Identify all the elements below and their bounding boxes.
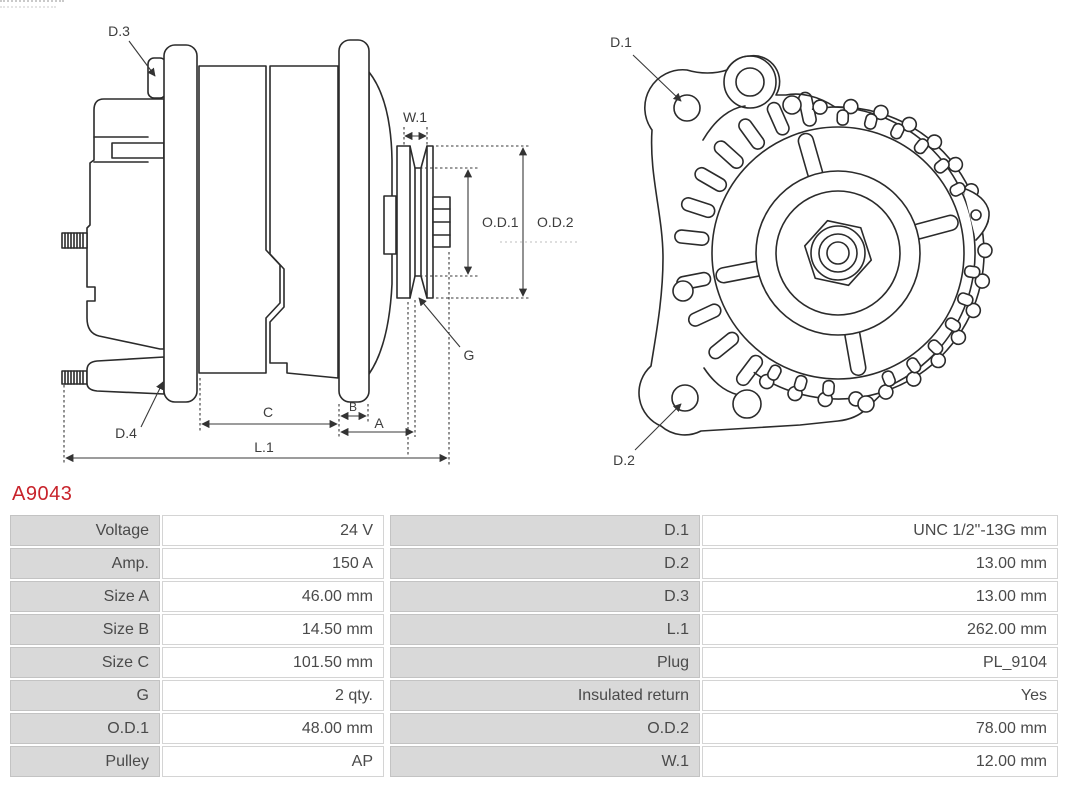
part-number: A9043 [12, 483, 73, 505]
side-view-dimensions [63, 40, 578, 465]
spec-label: Voltage [10, 515, 160, 546]
dim-label-d2: D.2 [613, 452, 635, 468]
spec-value: Yes [702, 680, 1058, 711]
spec-section: A9043 Voltage 24 V Amp. 150 A Size A 46.… [10, 483, 1062, 777]
spec-label: Size C [10, 647, 160, 678]
ring-scallops [758, 98, 993, 408]
spec-value: 13.00 mm [702, 548, 1058, 579]
dim-label-c: C [263, 404, 273, 420]
dim-label-b: B [349, 400, 357, 414]
spec-value: 14.50 mm [162, 614, 384, 645]
lower-stud [61, 370, 88, 385]
spec-label: O.D.1 [10, 713, 160, 744]
spec-label: D.2 [390, 548, 700, 579]
spec-value: 48.00 mm [162, 713, 384, 744]
shaft-nut [432, 196, 451, 248]
alternator-technical-drawing: D.3 W.1 O.D.1 O.D.2 G D.4 C B A L.1 [61, 23, 993, 468]
stator-right [269, 65, 339, 379]
pulley [396, 145, 434, 299]
watermark-fragment [0, 0, 64, 2]
spec-label: D.1 [390, 515, 700, 546]
dim-label-od1: O.D.1 [482, 214, 519, 230]
terminal-plug [86, 356, 165, 395]
spec-value: 2 qty. [162, 680, 384, 711]
spec-value: UNC 1/2"-13G mm [702, 515, 1058, 546]
spec-table-right: D.1 UNC 1/2"-13G mm D.2 13.00 mm D.3 13.… [390, 515, 1058, 777]
spec-label: Amp. [10, 548, 160, 579]
spec-label: Insulated return [390, 680, 700, 711]
spec-label: Size A [10, 581, 160, 612]
spec-value: 78.00 mm [702, 713, 1058, 744]
front-view-dimensions [632, 54, 682, 451]
spec-value: AP [162, 746, 384, 777]
dim-label-d4: D.4 [115, 425, 137, 441]
side-view [61, 39, 451, 403]
dim-label-l1: L.1 [254, 439, 274, 455]
dim-label-g: G [464, 347, 475, 363]
drive-end-nose [368, 71, 393, 375]
shaft-spacer [383, 195, 397, 255]
dim-label-d3: D.3 [108, 23, 130, 39]
spec-label: W.1 [390, 746, 700, 777]
shaft-nut-hex [803, 219, 873, 287]
spec-label: G [10, 680, 160, 711]
spec-value: 24 V [162, 515, 384, 546]
dim-label-d1: D.1 [610, 34, 632, 50]
stator-left [198, 65, 281, 374]
spec-value: 46.00 mm [162, 581, 384, 612]
spec-value: 12.00 mm [702, 746, 1058, 777]
dim-label-od2: O.D.2 [537, 214, 574, 230]
watermark-fragment [0, 6, 56, 8]
spec-label: Size B [10, 614, 160, 645]
upper-stud [61, 232, 88, 249]
spec-value: 150 A [162, 548, 384, 579]
front-view [638, 54, 993, 436]
rear-flange [163, 44, 198, 403]
spec-value: PL_9104 [702, 647, 1058, 678]
louver-vents [674, 91, 817, 387]
stub-vents [766, 109, 981, 397]
spec-table: Voltage 24 V Amp. 150 A Size A 46.00 mm … [10, 515, 1062, 777]
spec-label: Pulley [10, 746, 160, 777]
right-ear-hole [970, 209, 982, 221]
spec-label: Plug [390, 647, 700, 678]
spec-label: L.1 [390, 614, 700, 645]
dim-label-a: A [374, 415, 384, 431]
spec-value: 13.00 mm [702, 581, 1058, 612]
spec-label: O.D.2 [390, 713, 700, 744]
spec-label: D.3 [390, 581, 700, 612]
spec-value: 101.50 mm [162, 647, 384, 678]
front-flange [338, 39, 370, 403]
spec-table-left: Voltage 24 V Amp. 150 A Size A 46.00 mm … [10, 515, 384, 777]
dim-label-w1: W.1 [403, 109, 427, 125]
spec-value: 262.00 mm [702, 614, 1058, 645]
